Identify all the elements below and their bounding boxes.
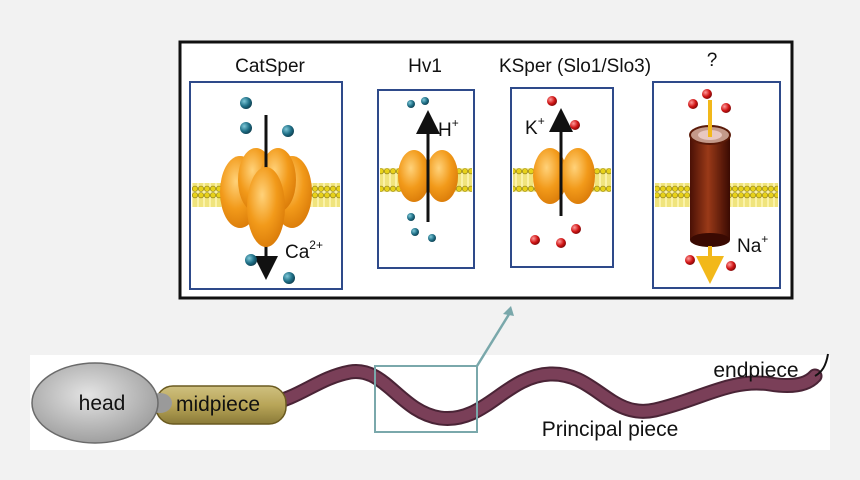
proton-label: H+ [438, 116, 459, 141]
proton-ion [411, 228, 419, 236]
proton-ion [407, 213, 415, 221]
sodium-channel-bottom [690, 233, 730, 247]
sperm-tail-body [262, 366, 821, 424]
catsper-subunit [247, 167, 285, 247]
sodium-ion [688, 99, 698, 109]
potassium-ion [571, 224, 581, 234]
head-label: head [79, 392, 126, 415]
proton-ion [407, 100, 415, 108]
potassium-ion [547, 96, 557, 106]
endpiece-label: endpiece [713, 359, 798, 382]
ksper-title: KSper (Slo1/Slo3) [499, 56, 651, 77]
sperm-head [31, 362, 159, 444]
calcium-ion [283, 272, 295, 284]
sodium-channel-cylinder [690, 135, 730, 240]
zoom-pointer-head [503, 306, 514, 316]
calcium-ion [240, 97, 252, 109]
calcium-ion [240, 122, 252, 134]
potassium-ion [570, 120, 580, 130]
hv1-subunit [426, 150, 458, 202]
ksper-panel: K+ [510, 87, 614, 268]
calcium-label: Ca2+ [285, 238, 323, 263]
sperm-endpiece [814, 353, 829, 377]
midpiece-label: midpiece [176, 393, 260, 416]
hv1-title: Hv1 [408, 56, 442, 77]
zoom-region [374, 365, 478, 433]
hv1-panel: H+ [377, 89, 475, 269]
sodium-ion [702, 89, 712, 99]
principal-piece-label: Principal piece [542, 418, 679, 441]
catsper-panel: Ca2+ [189, 81, 343, 290]
catsper-title: CatSper [235, 56, 305, 77]
potassium-ion [530, 235, 540, 245]
hv1-subunit [398, 150, 430, 202]
calcium-ion [245, 254, 257, 266]
sodium-ion [721, 103, 731, 113]
potassium-label: K+ [525, 114, 545, 139]
ksper-subunit [561, 148, 595, 204]
sodium-ion [726, 261, 736, 271]
zoom-pointer [475, 310, 513, 367]
potassium-ion [556, 238, 566, 248]
proton-ion [421, 97, 429, 105]
unknown-channel-panel: Na+ [652, 81, 781, 289]
unknown-title: ? [707, 50, 718, 71]
ksper-subunit [533, 148, 567, 204]
proton-ion [428, 234, 436, 242]
calcium-ion [282, 125, 294, 137]
sodium-ion [685, 255, 695, 265]
sodium-label: Na+ [737, 232, 768, 257]
